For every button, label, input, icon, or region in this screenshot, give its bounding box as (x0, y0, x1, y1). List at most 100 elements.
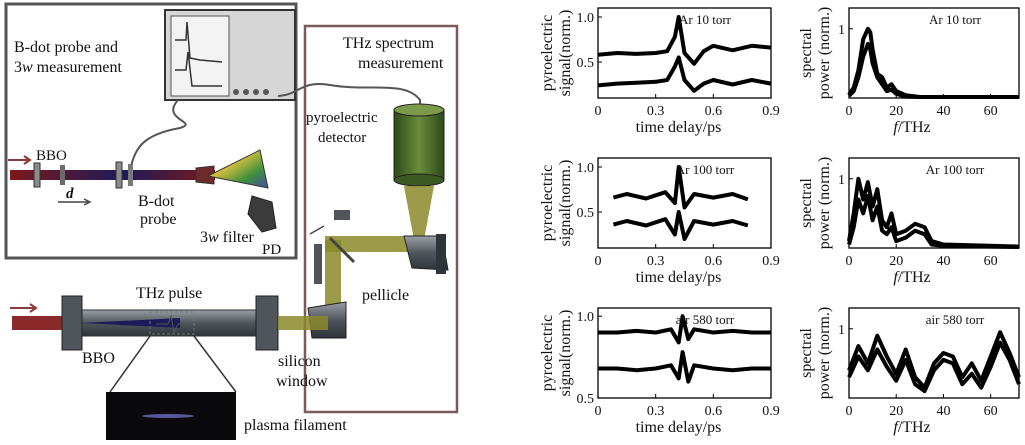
bdot-cable (129, 99, 187, 171)
series-line-2 (597, 55, 772, 93)
x-axis-label: time delay/ps (636, 119, 722, 136)
x-tick-label: 60 (984, 254, 998, 269)
bdot-measurement-frame (4, 2, 298, 260)
y-axis-label: spectralpower (norm.) (798, 7, 833, 99)
series-line-2 (612, 210, 749, 241)
x-tick-label: 0.9 (762, 104, 780, 119)
x-axis-label: time delay/ps (636, 419, 722, 436)
series-line-2 (847, 194, 1020, 249)
y-axis-label-line2: signal(norm.) (557, 160, 574, 247)
plasma-glow (142, 414, 194, 418)
bdot-title-line2: 3w measurement (14, 59, 123, 76)
condition-label: Ar 10 torr (679, 12, 732, 27)
x-tick-label: 40 (936, 404, 950, 419)
condition-label: air 580 torr (926, 312, 985, 327)
y-axis-label: pyroelectricsignal(norm.) (539, 10, 574, 97)
dispersive-prism (206, 149, 269, 189)
series-line-1 (612, 165, 749, 210)
x-tick-label: 0 (846, 104, 853, 119)
x-tick-label: 60 (984, 404, 998, 419)
plot-frame (597, 307, 772, 399)
bbo-top-label: BBO (36, 148, 67, 164)
x-tick-label: 40 (936, 254, 950, 269)
filter-num: 3 (200, 229, 208, 246)
thz-pulse-label: THz pulse (136, 285, 202, 302)
series-line-2 (598, 350, 771, 384)
x-tick-label: 20 (889, 404, 903, 419)
bbo-crystal-top (33, 162, 41, 188)
x-tick-label: 0.9 (762, 404, 780, 419)
plot-frame (848, 307, 1020, 399)
pd-label: PD (262, 242, 281, 258)
pellicle-label: pellicle (362, 287, 409, 304)
x-axis-label-unit: /THz (898, 419, 931, 436)
y-axis-label: spectralpower (norm.) (798, 307, 833, 399)
oscilloscope (164, 9, 296, 101)
y-axis-label-line1: spectral (798, 328, 815, 378)
zoom-line-left (109, 335, 151, 393)
x-axis-label-unit: /THz (898, 269, 931, 286)
x-tick-label: 0.3 (647, 104, 665, 119)
x-tick-label: 20 (889, 104, 903, 119)
silicon-window-label-line1: silicon (278, 353, 321, 370)
x-axis-label: f/THz (893, 269, 930, 286)
x-tick-label: 0.6 (705, 104, 723, 119)
y-tick-label: 0.5 (577, 206, 595, 221)
y-axis-label-line1: pyroelectric (539, 315, 556, 391)
x-tick-label: 0 (595, 254, 602, 269)
lower-laser-beam (12, 316, 68, 330)
y-axis-label-line1: pyroelectric (539, 15, 556, 91)
bbo-bottom-label: BBO (82, 350, 115, 367)
thz-beam-vertical-left (325, 240, 341, 320)
pd-cable (277, 83, 421, 140)
x-tick-label: 0 (846, 254, 853, 269)
bdot-probe (195, 165, 215, 185)
x-tick-label: 0 (595, 404, 602, 419)
gas-cell-flange-right (255, 295, 279, 351)
condition-label: Ar 10 torr (929, 12, 982, 27)
x-axis-label-f: f (893, 269, 900, 286)
y-tick-label: 1.0 (577, 310, 595, 325)
plasma-beam-cone (82, 318, 180, 328)
y-axis-label: spectralpower (norm.) (798, 157, 833, 249)
y-axis-label: pyroelectricsignal(norm.) (539, 310, 574, 397)
thz-beam-horizontal-upper (325, 236, 425, 252)
x-tick-label: 20 (889, 254, 903, 269)
bdot-probe-label-line1: B-dot (138, 193, 175, 210)
reference-arrow (309, 225, 325, 235)
y-axis-label-line2: signal(norm.) (557, 310, 574, 397)
setup-diagram: B-dot probe and 3w measurement THz spect… (4, 2, 459, 440)
gas-cell-flange-left (61, 295, 83, 351)
pellicle-mount (334, 210, 350, 220)
bdot-title-num: 3 (14, 59, 22, 76)
series-line-1 (847, 330, 1021, 390)
pellicle-element (328, 236, 356, 264)
pyroelectric-label-line2: detector (318, 130, 366, 146)
pyroelectric-label-line1: pyroelectric (306, 110, 378, 126)
y-axis-label: pyroelectricsignal(norm.) (539, 160, 574, 247)
y-tick-label: 0.5 (577, 56, 595, 71)
results-panels: 0 0.3 0.6 0.9 0.5 1.0 Ar 10 torr time delay/ps p… (539, 7, 1021, 436)
plot-frame (848, 157, 1020, 249)
series-line-1 (598, 314, 771, 345)
y-axis-label-line1: spectral (798, 28, 815, 78)
x-tick-label: 0.9 (762, 254, 780, 269)
series-line-1 (847, 176, 1020, 249)
y-axis-label-line2: signal(norm.) (557, 10, 574, 97)
silicon-window-label-line2: window (276, 373, 328, 390)
distance-label: d (66, 186, 74, 202)
plasma-label: plasma filament (244, 417, 347, 434)
x-tick-label: 0.3 (647, 254, 665, 269)
x-axis-label-f: f (893, 119, 900, 136)
x-tick-label: 60 (984, 104, 998, 119)
thz-beam-vertical (404, 186, 434, 240)
3w-filter (247, 195, 277, 233)
y-tick-label: 0.5 (577, 392, 595, 407)
zoom-line-right (193, 335, 237, 393)
series-line-2 (847, 42, 1019, 99)
y-axis-label-line2: power (norm.) (816, 307, 833, 399)
